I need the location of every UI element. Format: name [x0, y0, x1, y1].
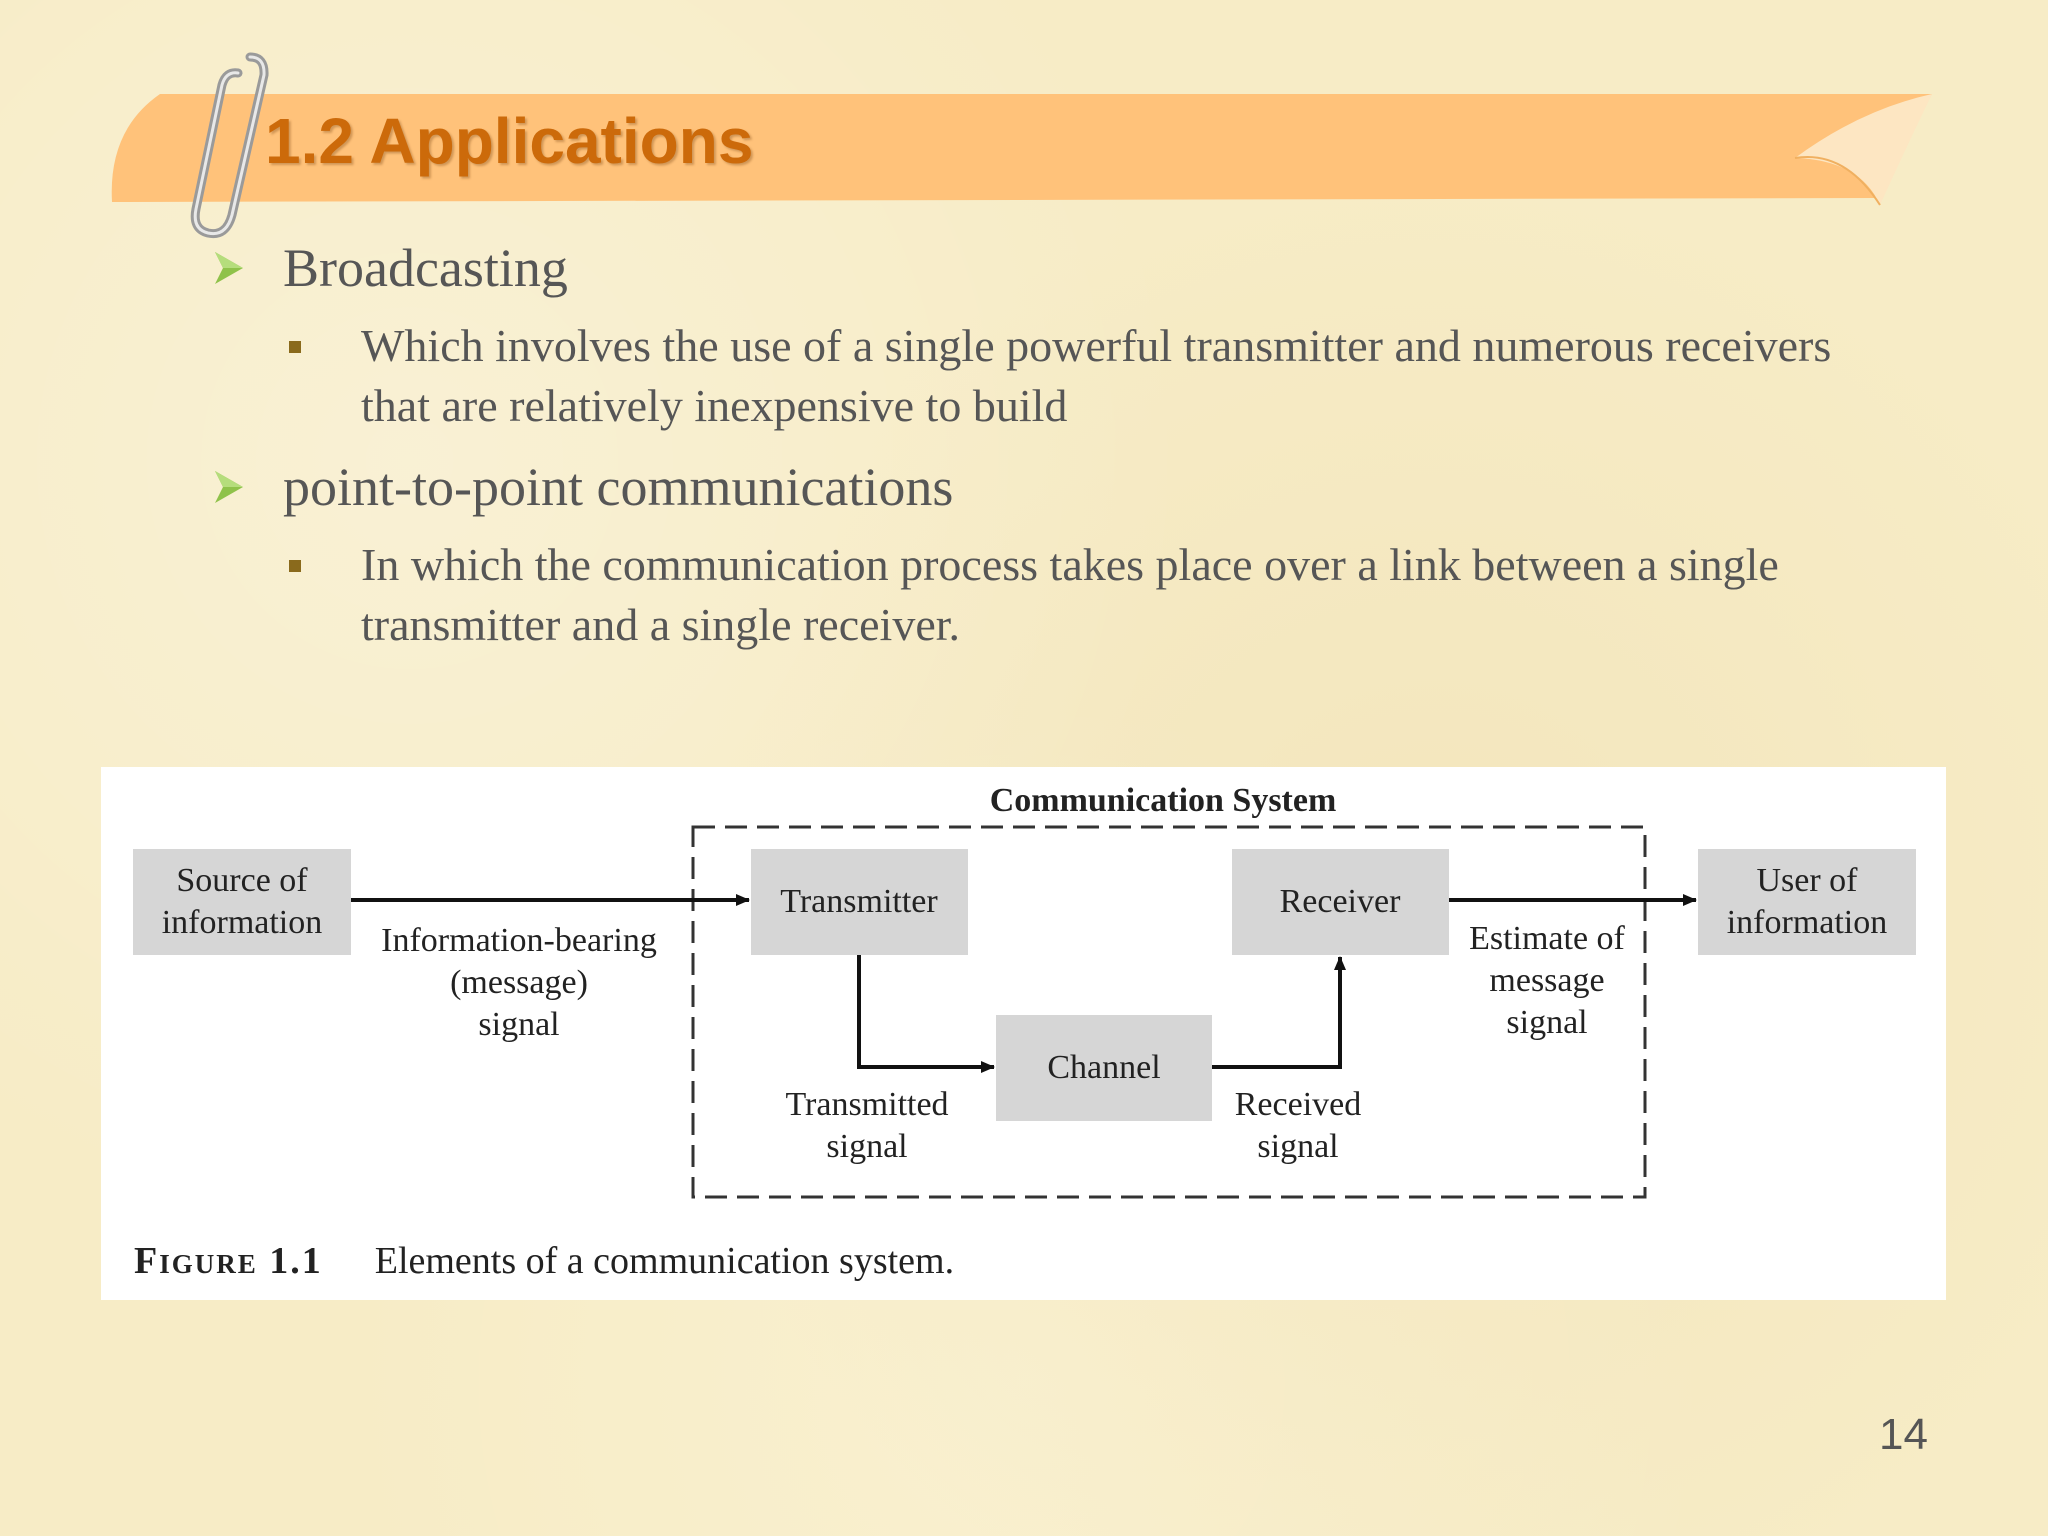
title-band	[111, 94, 1933, 206]
system-boundary	[691, 825, 1647, 1199]
message-signal-line2: (message)	[450, 964, 588, 1001]
transmitter-block	[751, 849, 968, 955]
arrow-bullet-icon	[215, 471, 243, 503]
arrow-bullet-icon	[215, 252, 243, 284]
figure-caption-text: Elements of a communication system.	[374, 1240, 955, 1282]
sub-bullet-broadcasting: Which involves the use of a single power…	[361, 320, 1832, 431]
received-signal-line1: Received	[1235, 1086, 1362, 1123]
estimate-signal-line1: Estimate of	[1469, 920, 1625, 957]
paperclip-icon	[190, 52, 269, 239]
user-label-line2: information	[1727, 904, 1888, 941]
figure-caption: Figure 1.1 Elements of a communication sy…	[134, 1239, 954, 1283]
square-bullet-icon	[289, 560, 301, 572]
received-arrow	[1212, 956, 1346, 1069]
user-block	[1698, 849, 1916, 955]
source-block	[133, 849, 351, 955]
system-label: Communication System	[990, 782, 1337, 819]
sub-bullet-point-to-point: In which the communication process takes…	[361, 539, 1779, 650]
transmitter-label: Transmitter	[780, 883, 938, 920]
figure-label: Figure 1.1	[134, 1240, 323, 1282]
channel-block	[996, 1015, 1212, 1121]
receiver-block	[1232, 849, 1449, 955]
transmitted-signal-line2: signal	[826, 1128, 907, 1165]
transmitted-arrow	[857, 955, 995, 1073]
user-label-line1: User of	[1756, 862, 1858, 899]
received-signal-line2: signal	[1257, 1128, 1338, 1165]
message-signal-line1: Information-bearing	[381, 922, 657, 959]
source-label-line1: Source of	[176, 862, 308, 899]
bullet-broadcasting: Broadcasting	[283, 238, 568, 298]
estimate-signal-line3: signal	[1506, 1004, 1587, 1041]
bullet-point-to-point: point-to-point communications	[283, 457, 954, 517]
source-label-line2: information	[162, 904, 323, 941]
page-number: 14	[1879, 1410, 1928, 1459]
slide-title: 1.2 Applications	[265, 105, 754, 177]
receiver-label: Receiver	[1280, 883, 1401, 920]
message-signal-line3: signal	[478, 1006, 559, 1043]
square-bullet-icon	[289, 341, 301, 353]
channel-label: Channel	[1047, 1049, 1160, 1086]
communication-system-figure: Communication System Source of informati…	[101, 767, 1946, 1300]
estimate-signal-line2: message	[1489, 962, 1604, 999]
transmitted-signal-line1: Transmitted	[785, 1086, 948, 1123]
